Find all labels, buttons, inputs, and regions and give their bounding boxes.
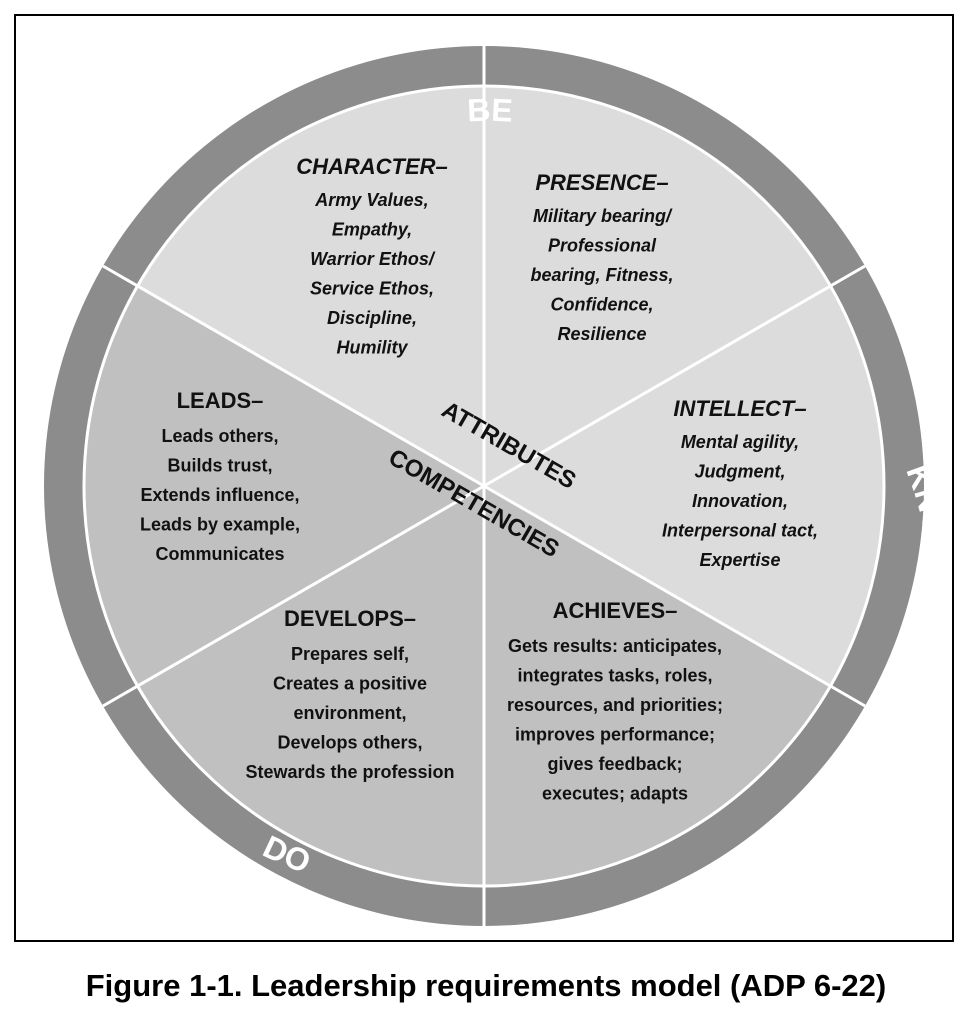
intellect-line: Expertise <box>699 550 780 570</box>
segment-leads: LEADS– Leads others, Builds trust, Extends… <box>140 388 300 564</box>
leads-line: Extends influence, <box>140 485 299 505</box>
leads-line: Builds trust, <box>167 456 272 476</box>
segment-develops: DEVELOPS– Prepares self, Creates a positi… <box>245 606 454 782</box>
inner-circle-edge <box>82 84 886 888</box>
intellect-line: Mental agility, <box>681 432 799 452</box>
divider-line <box>483 484 866 708</box>
divider-line <box>102 484 485 708</box>
character-line: Warrior Ethos/ <box>310 249 436 269</box>
leads-line: Communicates <box>155 544 284 564</box>
divider-line <box>483 264 866 488</box>
divider-line <box>102 264 485 488</box>
presence-line: Confidence, <box>550 295 653 315</box>
achieves-title: ACHIEVES– <box>553 598 678 623</box>
presence-line: Military bearing/ <box>533 206 673 226</box>
develops-line: Prepares self, <box>291 644 409 664</box>
figure-caption: Figure 1-1. Leadership requirements mode… <box>85 968 887 1003</box>
achieves-line: gives feedback; <box>547 754 682 774</box>
develops-line: Develops others, <box>277 733 422 753</box>
wedge-character <box>137 85 484 487</box>
develops-line: Stewards the profession <box>245 762 454 782</box>
wedge-intellect <box>484 286 884 686</box>
wedge-develops <box>137 486 484 886</box>
segment-presence: PRESENCE– Military bearing/Professional b… <box>530 170 673 344</box>
intellect-line: Interpersonal tact, <box>662 521 818 541</box>
intellect-title: INTELLECT– <box>673 396 806 421</box>
segment-intellect: INTELLECT– Mental agility, Judgment, Innov… <box>662 396 818 570</box>
segment-achieves: ACHIEVES– Gets results: anticipates, inte… <box>507 598 723 804</box>
develops-line: Creates a positive <box>273 674 427 694</box>
achieves-line: improves performance; <box>515 725 715 745</box>
develops-line: environment, <box>293 703 406 723</box>
character-line: Humility <box>336 338 408 358</box>
segment-character: CHARACTER– Army Values, Empathy, Warrior E… <box>296 154 448 358</box>
achieves-line: executes; adapts <box>542 784 688 804</box>
leads-line: Leads by example, <box>140 515 300 535</box>
intellect-line: Judgment, <box>694 462 785 482</box>
leads-line: Leads others, <box>161 426 278 446</box>
presence-line: bearing, Fitness, <box>530 265 673 285</box>
achieves-line: resources, and priorities; <box>507 695 723 715</box>
leads-title: LEADS– <box>177 388 264 413</box>
character-line: Service Ethos, <box>310 279 434 299</box>
presence-title: PRESENCE– <box>535 170 668 195</box>
character-line: Discipline, <box>327 308 417 328</box>
character-title: CHARACTER– <box>296 154 448 179</box>
wedge-dividers <box>82 46 886 926</box>
achieves-line: Gets results: anticipates, <box>508 636 722 656</box>
develops-title: DEVELOPS– <box>284 606 416 631</box>
wedge-presence <box>484 86 831 486</box>
character-line: Army Values, <box>314 190 428 210</box>
presence-line: Professional <box>548 236 657 256</box>
character-line: Empathy, <box>332 220 412 240</box>
intellect-line: Innovation, <box>692 491 788 511</box>
wedge-leads <box>84 286 485 686</box>
wedge-achieves <box>484 486 831 886</box>
achieves-line: integrates tasks, roles, <box>517 666 712 686</box>
presence-line: Resilience <box>557 324 646 344</box>
leadership-wheel: BE KNOW DO ATTRIBUTES COMPETENCIES CHARA… <box>44 46 924 926</box>
